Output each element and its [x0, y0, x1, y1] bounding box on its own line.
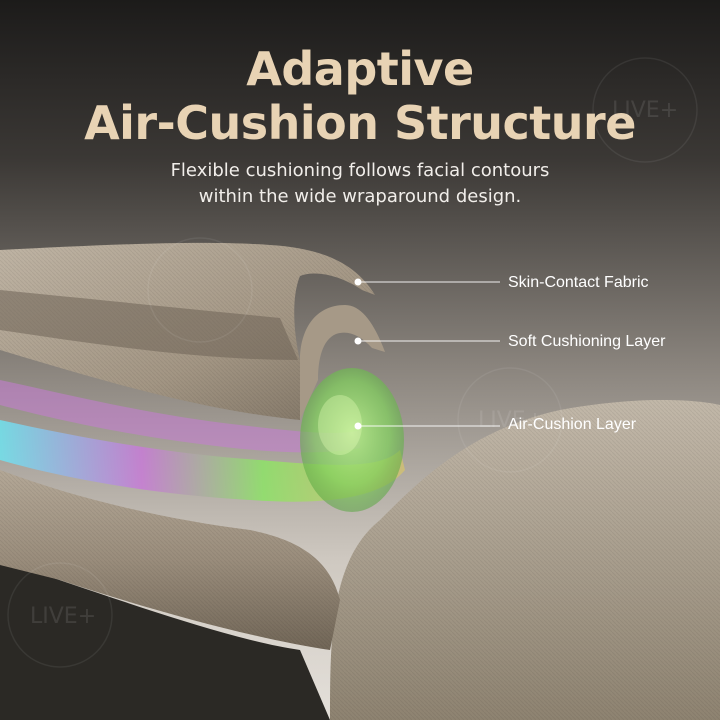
- frame-edge: [0, 560, 330, 720]
- watermark-logo: LIVE+: [30, 604, 97, 629]
- watermark-logo: LIVE+: [478, 408, 545, 433]
- callout-lines: [358, 281, 500, 427]
- watermark-logo: LIVE+: [612, 98, 679, 123]
- callout-label-skin-contact: Skin-Contact Fabric: [508, 274, 649, 291]
- callout-dots: [354, 278, 362, 430]
- fabric-cushion-lip: [300, 305, 385, 420]
- callout-label-soft-cushioning: Soft Cushioning Layer: [508, 333, 666, 350]
- air-cushion-bubble: [300, 368, 404, 512]
- fabric-inner-shadow: [0, 290, 298, 360]
- callout-dot-soft-cushioning: [354, 337, 362, 345]
- air-cushion-film: [0, 420, 405, 502]
- air-cushion-pink-band: [0, 380, 360, 453]
- headline-line-2: Air-Cushion Structure: [84, 96, 636, 150]
- subtitle-line-2: within the wide wraparound design.: [198, 186, 522, 207]
- callout-dot-skin-contact: [354, 278, 362, 286]
- headline-line-1: Adaptive: [246, 42, 474, 96]
- callout-label-air-cushion: Air-Cushion Layer: [508, 416, 637, 433]
- watermark-circles: [7, 57, 698, 668]
- subtitle-line-1: Flexible cushioning follows facial conto…: [170, 160, 550, 181]
- callout-dot-air-cushion: [354, 422, 362, 430]
